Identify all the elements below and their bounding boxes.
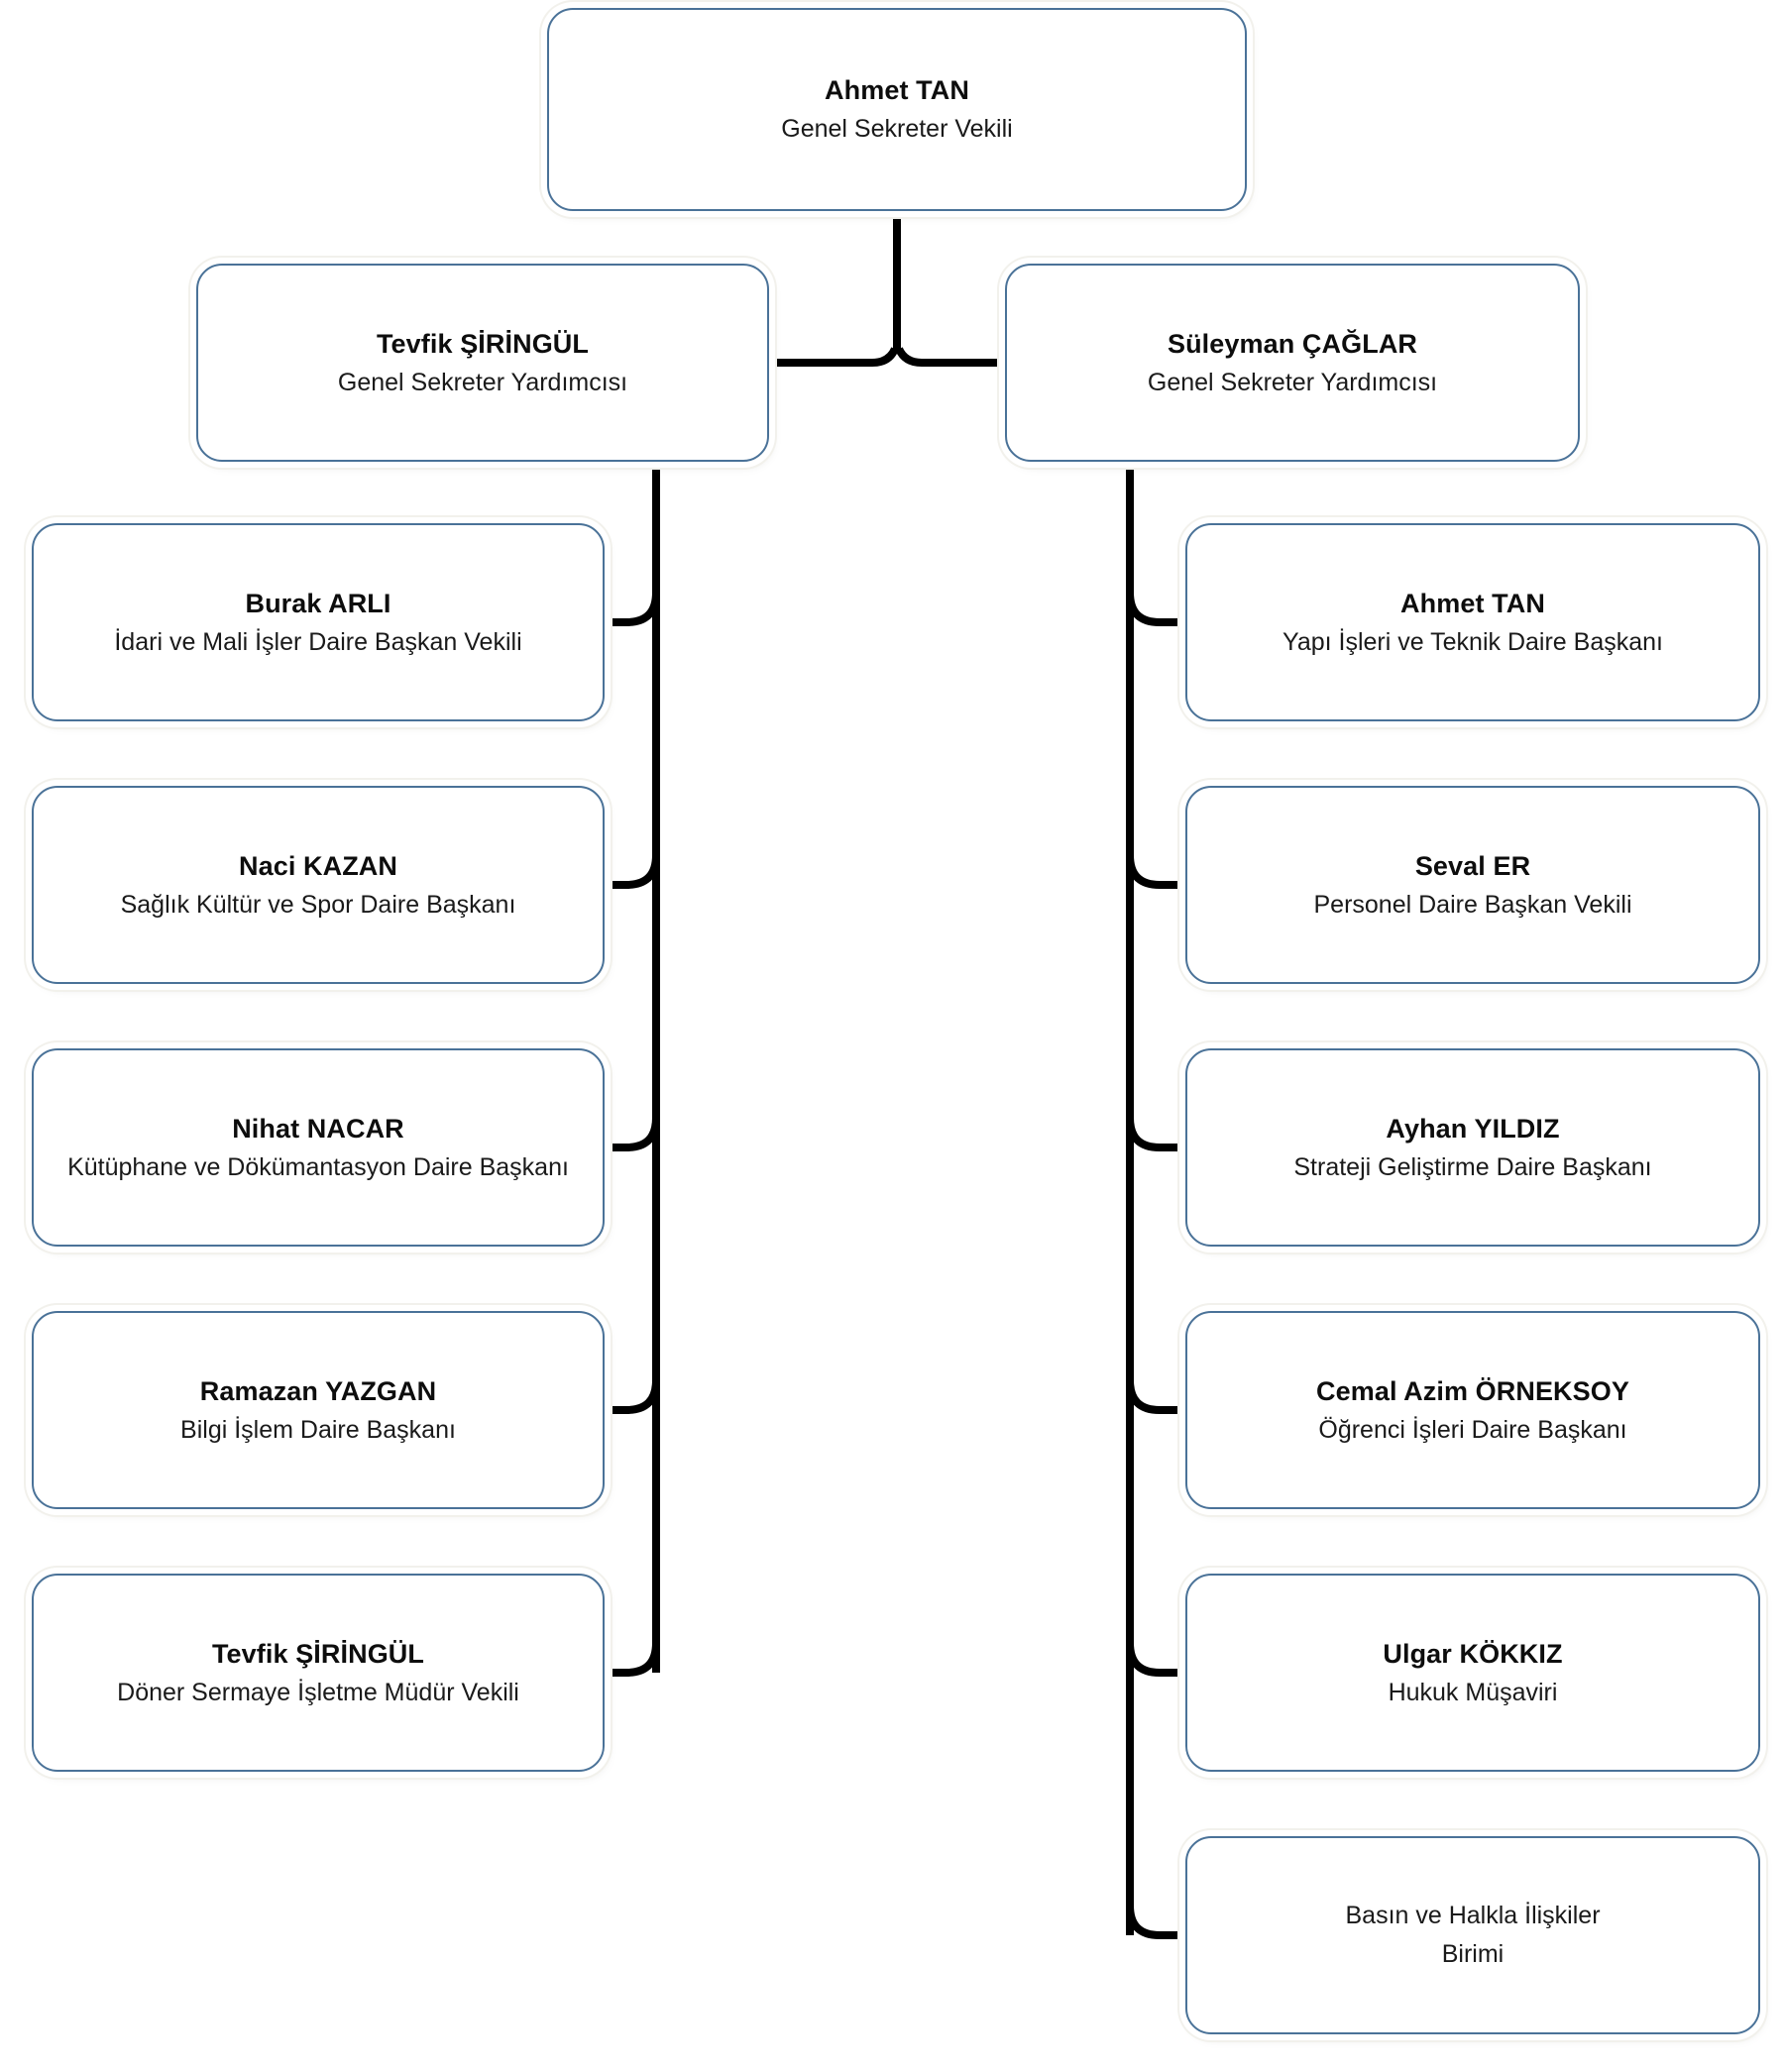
node-right-child-4[interactable]: Ulgar KÖKKIZ Hukuk Müşaviri [1185, 1574, 1760, 1772]
node-title: Genel Sekreter Yardımcısı [1147, 368, 1438, 396]
node-title: Strateji Geliştirme Daire Başkanı [1293, 1152, 1652, 1181]
node-name: Naci KAZAN [238, 850, 398, 881]
node-deputy-right[interactable]: Süleyman ÇAĞLAR Genel Sekreter Yardımcıs… [1005, 264, 1580, 462]
connector-right-child-2 [1126, 1117, 1185, 1151]
connector-right-child-0 [1126, 592, 1185, 626]
node-title: Döner Sermaye İşletme Müdür Vekili [117, 1678, 519, 1706]
connector-left-child-3 [605, 1379, 660, 1414]
node-title: Personel Daire Başkan Vekili [1313, 890, 1632, 919]
node-right-child-3[interactable]: Cemal Azim ÖRNEKSOY Öğrenci İşleri Daire… [1185, 1311, 1760, 1509]
node-title: Sağlık Kültür ve Spor Daire Başkanı [120, 890, 516, 919]
connector-right-child-5 [1126, 1905, 1185, 1939]
connector-left-child-0 [605, 592, 660, 626]
node-name: Ulgar KÖKKIZ [1383, 1638, 1563, 1669]
node-title: Basın ve Halkla İlişkiler [1345, 1902, 1601, 1930]
connector-left-child-4 [605, 1642, 660, 1677]
node-name: Ahmet TAN [825, 75, 969, 106]
node-name: Nihat NACAR [232, 1113, 404, 1144]
node-title: Bilgi İşlem Daire Başkanı [180, 1415, 456, 1444]
node-left-child-4[interactable]: Tevfik ŞİRİNGÜL Döner Sermaye İşletme Mü… [32, 1574, 605, 1772]
connector-right-child-3 [1126, 1379, 1185, 1414]
node-title-line2: Birimi [1441, 1940, 1505, 1968]
node-name: Cemal Azim ÖRNEKSOY [1316, 1375, 1629, 1406]
node-deputy-left[interactable]: Tevfik ŞİRİNGÜL Genel Sekreter Yardımcıs… [196, 264, 769, 462]
node-name: Burak ARLI [245, 588, 391, 618]
connector-right-child-4 [1126, 1642, 1185, 1677]
node-title: Genel Sekreter Yardımcısı [337, 368, 628, 396]
node-right-child-0[interactable]: Ahmet TAN Yapı İşleri ve Teknik Daire Ba… [1185, 523, 1760, 721]
node-right-child-1[interactable]: Seval ER Personel Daire Başkan Vekili [1185, 786, 1760, 984]
node-name: Süleyman ÇAĞLAR [1167, 328, 1418, 359]
node-genel-sekreter-vekili[interactable]: Ahmet TAN Genel Sekreter Vekili [547, 8, 1247, 211]
node-name: Ahmet TAN [1400, 588, 1545, 618]
connector-right-child-1 [1126, 854, 1185, 889]
connector-left-child-1 [605, 854, 660, 889]
node-title: Yapı İşleri ve Teknik Daire Başkanı [1282, 627, 1663, 656]
node-left-child-1[interactable]: Naci KAZAN Sağlık Kültür ve Spor Daire B… [32, 786, 605, 984]
connector-left-child-2 [605, 1117, 660, 1151]
node-right-child-5[interactable]: Basın ve Halkla İlişkiler Birimi [1185, 1836, 1760, 2034]
node-title: Kütüphane ve Dökümantasyon Daire Başkanı [67, 1152, 569, 1181]
connector-root-split-right [895, 347, 1005, 367]
node-name: Ramazan YAZGAN [199, 1375, 437, 1406]
node-name: Ayhan YILDIZ [1386, 1113, 1560, 1144]
connector-root-split-left [769, 347, 899, 367]
node-name: Tevfik ŞİRİNGÜL [211, 1638, 425, 1669]
node-name: Tevfik ŞİRİNGÜL [376, 328, 590, 359]
node-title: Genel Sekreter Vekili [781, 115, 1013, 144]
node-title: Öğrenci İşleri Daire Başkanı [1318, 1415, 1627, 1444]
node-left-child-3[interactable]: Ramazan YAZGAN Bilgi İşlem Daire Başkanı [32, 1311, 605, 1509]
node-name: Seval ER [1414, 850, 1531, 881]
node-title: Hukuk Müşaviri [1388, 1678, 1558, 1706]
node-title: İdari ve Mali İşler Daire Başkan Vekili [114, 627, 522, 656]
node-right-child-2[interactable]: Ayhan YILDIZ Strateji Geliştirme Daire B… [1185, 1048, 1760, 1247]
node-left-child-2[interactable]: Nihat NACAR Kütüphane ve Dökümantasyon D… [32, 1048, 605, 1247]
node-left-child-0[interactable]: Burak ARLI İdari ve Mali İşler Daire Baş… [32, 523, 605, 721]
